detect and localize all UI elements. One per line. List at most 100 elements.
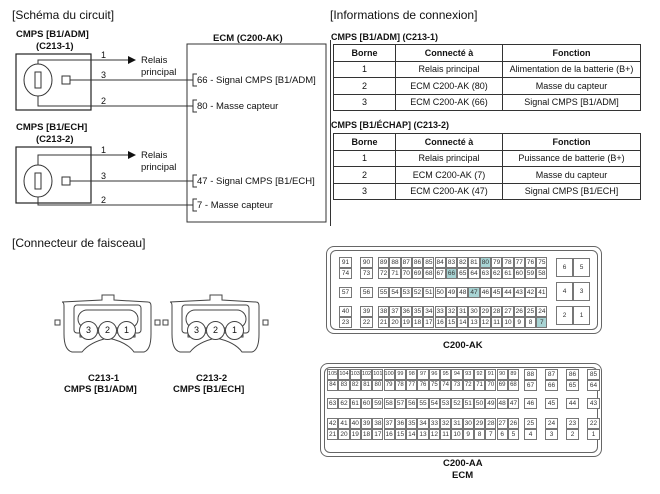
circuit-schematic <box>15 43 327 223</box>
connector-pin-1: 1 <box>225 321 244 340</box>
pin-cell-18: 18 <box>411 317 424 328</box>
ecm-pin-47: 47 - Signal CMPS [B1/ECH] <box>197 176 315 187</box>
connection-info-section-title: [Informations de connexion] <box>330 8 478 22</box>
pin-cell-102: 102 <box>360 369 373 380</box>
pin-cell-21: 21 <box>378 317 390 328</box>
pin-cell-6: 6 <box>496 429 508 440</box>
pin-cell-12: 12 <box>428 429 440 440</box>
table1-row: 3 ECM C200-AK (66) Signal CMPS [B1/ADM] <box>333 93 641 111</box>
pin-cell-89: 89 <box>507 369 520 380</box>
pin-cell-66: 66 <box>545 380 558 391</box>
pin-cell-49: 49 <box>445 287 458 298</box>
pin-cell-74: 74 <box>440 380 452 391</box>
pin-cell-84: 84 <box>434 257 446 268</box>
pin-cell-21: 21 <box>327 429 339 440</box>
pin-cell-73: 73 <box>360 268 373 279</box>
pin-cell-76: 76 <box>524 257 537 268</box>
pin-cell-93: 93 <box>462 369 474 380</box>
pin-cell-58: 58 <box>383 398 395 409</box>
pin-cell-61: 61 <box>349 398 361 409</box>
pin-cell-25: 25 <box>524 418 537 429</box>
pin-cell-60: 60 <box>513 268 525 279</box>
c200aa-sublabel: ECM <box>452 470 474 481</box>
table1-cell: ECM C200-AK (80) <box>395 77 503 95</box>
pin-cell-47: 47 <box>507 398 520 409</box>
pin-cell-10: 10 <box>502 317 514 328</box>
pin-cell-50: 50 <box>434 287 446 298</box>
pin-cell-70: 70 <box>400 268 412 279</box>
pin-cell-53: 53 <box>400 287 412 298</box>
pin-cell-38: 38 <box>372 418 384 429</box>
pin-cell-54: 54 <box>389 287 401 298</box>
table2-header-cell: Borne <box>333 133 396 151</box>
pin-cell-68: 68 <box>507 380 520 391</box>
pin-cell-95: 95 <box>440 369 452 380</box>
connection-info-left-border <box>330 40 331 226</box>
pin-cell-91: 91 <box>339 257 352 268</box>
relay2-label-line2: principal <box>141 162 177 173</box>
pin-cell-11: 11 <box>491 317 503 328</box>
connector-pin-1: 1 <box>117 321 136 340</box>
pin-cell-25: 25 <box>524 306 537 317</box>
pin-cell-13: 13 <box>468 317 480 328</box>
pin-cell-37: 37 <box>383 418 395 429</box>
pin-cell-55: 55 <box>417 398 429 409</box>
pin-cell-90: 90 <box>496 369 508 380</box>
sensor1-code: (C213-1) <box>36 41 74 52</box>
pin-cell-56: 56 <box>360 287 373 298</box>
pin-cell-30: 30 <box>462 418 474 429</box>
pin-cell-45: 45 <box>491 287 503 298</box>
pin-cell-42: 42 <box>327 418 339 429</box>
relay1-label-line1: Relais <box>141 55 168 66</box>
pin-cell-15: 15 <box>445 317 458 328</box>
table1-cell: 1 <box>333 60 396 78</box>
pin-cell-20: 20 <box>389 317 401 328</box>
pin-cell-94: 94 <box>451 369 463 380</box>
pin-cell-28: 28 <box>491 306 503 317</box>
pin-cell-40: 40 <box>349 418 361 429</box>
pin-cell-24: 24 <box>536 306 548 317</box>
pin-cell-38: 38 <box>378 306 390 317</box>
pin-cell-23: 23 <box>566 418 579 429</box>
pin-cell-3: 3 <box>573 282 590 301</box>
sensor2-code: (C213-2) <box>36 134 74 145</box>
c200aa-label: C200-AA <box>443 458 483 469</box>
pin-cell-4: 4 <box>556 282 573 301</box>
pin-cell-82: 82 <box>457 257 469 268</box>
wire1-pin1: 1 <box>101 50 107 60</box>
pin-cell-79: 79 <box>491 257 503 268</box>
c200ak-frame <box>326 246 602 334</box>
pin-cell-81: 81 <box>468 257 480 268</box>
pin-cell-1: 1 <box>587 429 600 440</box>
table2-cell: ECM C200-AK (47) <box>395 182 503 200</box>
pin-cell-30: 30 <box>468 306 480 317</box>
pin-cell-29: 29 <box>473 418 486 429</box>
pin-cell-84: 84 <box>327 380 339 391</box>
pin-cell-92: 92 <box>473 369 486 380</box>
ecm-pin-7: 7 - Masse capteur <box>197 200 274 211</box>
pin-cell-68: 68 <box>423 268 435 279</box>
c200ak-label: C200-AK <box>443 340 483 351</box>
pin-cell-33: 33 <box>434 306 446 317</box>
c200aa-frame <box>320 363 602 457</box>
table2-header-row: Borne Connecté à Fonction <box>333 133 641 151</box>
pin-cell-42: 42 <box>524 287 537 298</box>
connector-pin-3: 3 <box>79 321 98 340</box>
pin-cell-103: 103 <box>349 369 361 380</box>
pin-cell-32: 32 <box>445 306 458 317</box>
table1: Borne Connecté à Fonction 1 Relais princ… <box>333 44 641 111</box>
sensor1-title: CMPS [B1/ADM] <box>16 29 89 40</box>
pin-cell-32: 32 <box>440 418 452 429</box>
ecm-box <box>186 43 327 223</box>
relay2-label-line1: Relais <box>141 150 168 161</box>
pin-cell-73: 73 <box>451 380 463 391</box>
pin-cell-82: 82 <box>349 380 361 391</box>
pin-cell-43: 43 <box>513 287 525 298</box>
pin-cell-10: 10 <box>451 429 463 440</box>
pin-cell-63: 63 <box>327 398 339 409</box>
pin-cell-7: 7 <box>536 317 548 328</box>
ecm-pin-66: 66 - Signal CMPS [B1/ADM] <box>197 75 316 86</box>
pin-cell-75: 75 <box>428 380 440 391</box>
table1-row: 2 ECM C200-AK (80) Masse du capteur <box>333 77 641 95</box>
pin-cell-9: 9 <box>462 429 474 440</box>
